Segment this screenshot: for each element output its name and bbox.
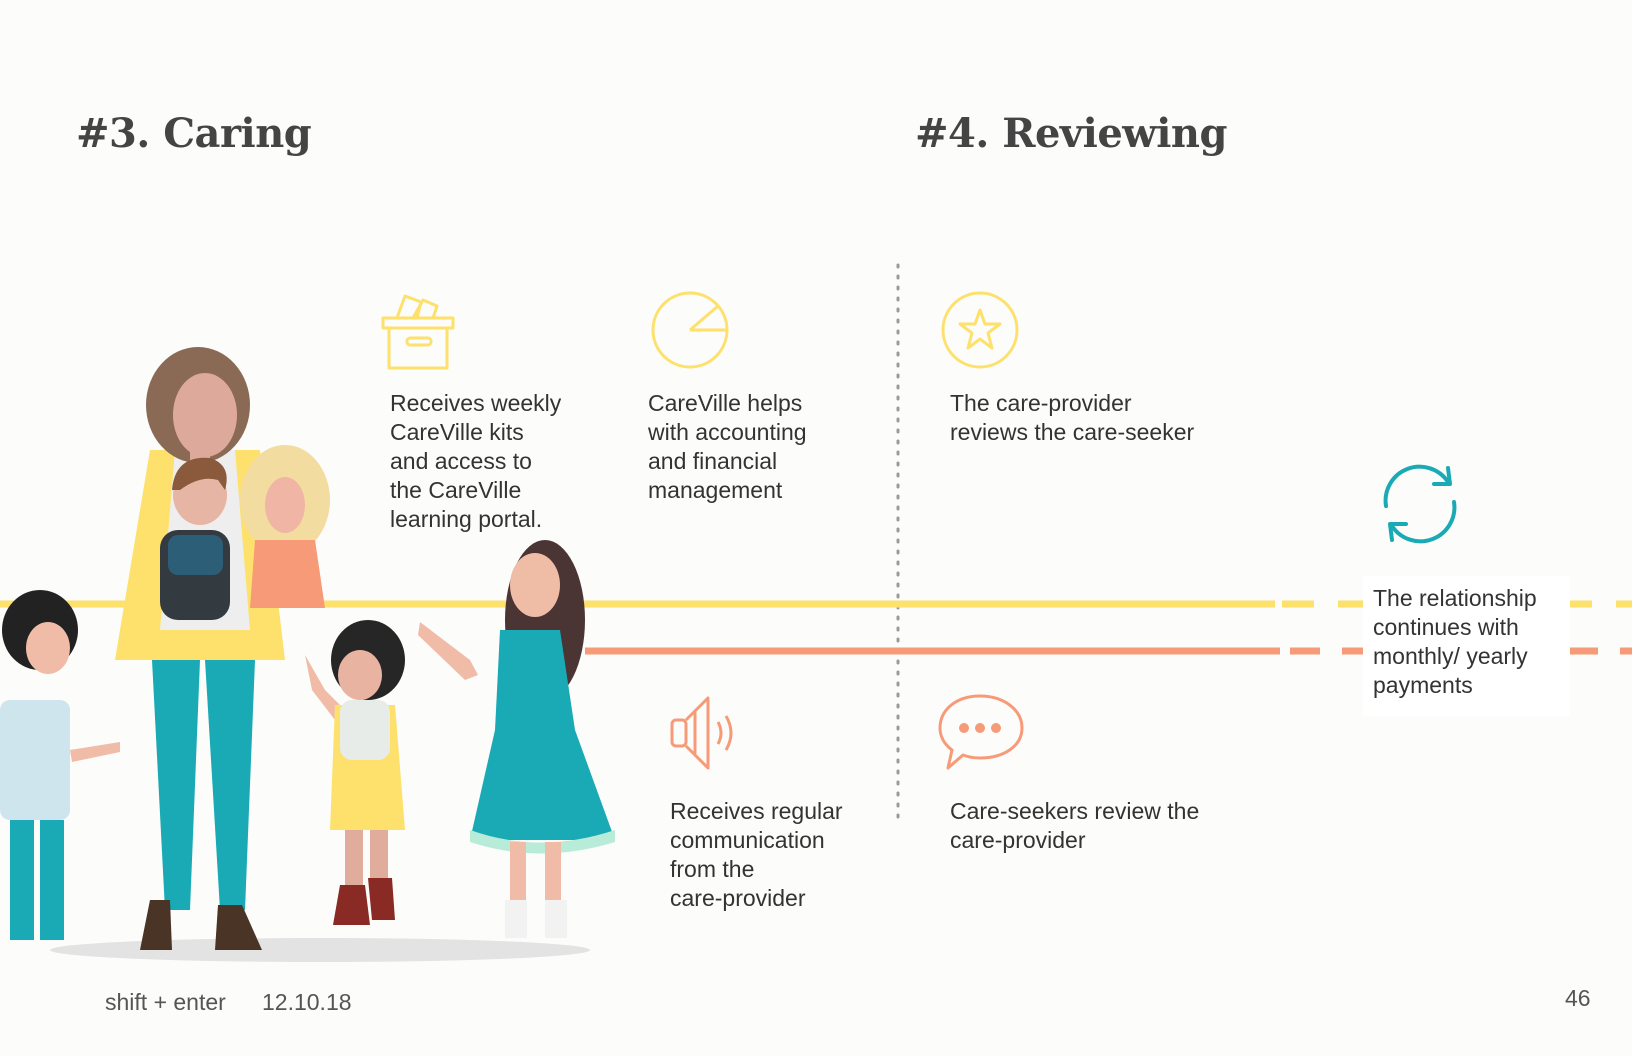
middle-child — [305, 620, 405, 925]
footer-brand: shift + enter — [105, 989, 226, 1015]
family-illustration — [0, 347, 615, 962]
section-title-caring: #3. Caring — [76, 110, 312, 157]
speaker-icon — [670, 696, 733, 770]
boy-doll — [160, 457, 230, 620]
star-icon — [941, 291, 1019, 369]
section-title-reviewing: #4. Reviewing — [915, 110, 1227, 157]
reviewing-item-seekers-text: Care-seekers review the care-provider — [950, 798, 1200, 853]
girl-doll — [240, 445, 330, 608]
page-number: 46 — [1565, 985, 1591, 1011]
right-girl — [418, 540, 615, 938]
footer-date: 12.10.18 — [262, 989, 352, 1015]
box-icon — [381, 294, 455, 370]
reviewing-item-provider-text: The care-provider reviews the care-seeke… — [950, 390, 1195, 445]
pie-chart-icon — [651, 291, 729, 369]
relationship-text-box: The relationship continues with monthly/… — [1363, 576, 1570, 716]
mother-figure — [115, 347, 285, 950]
left-child — [0, 590, 120, 940]
caring-item-communication-text: Receives regular communication from the … — [670, 798, 843, 911]
caring-item-accounting-text: CareVille helps with accounting and fina… — [648, 390, 807, 503]
chat-bubble-icon — [938, 694, 1024, 770]
caring-item-kits-text: Receives weekly CareVille kits and acces… — [390, 390, 562, 532]
refresh-icon — [1383, 464, 1457, 544]
